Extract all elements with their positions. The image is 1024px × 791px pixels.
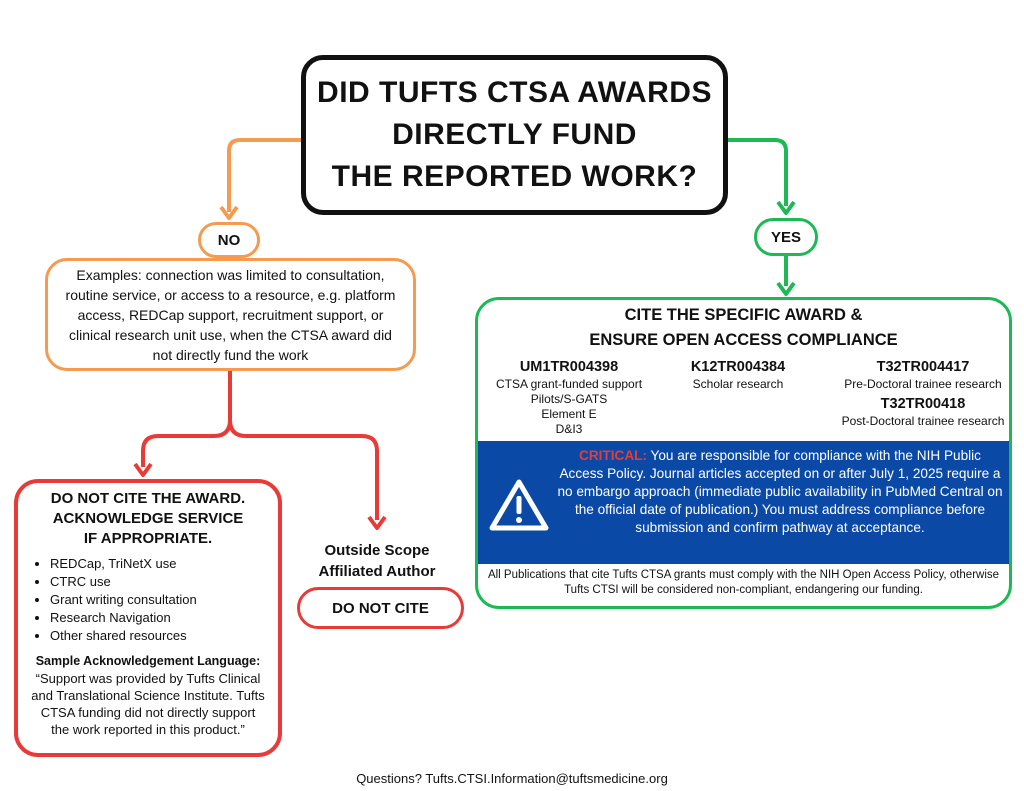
award-t32tr004417: T32TR004417 Pre-Doctoral trainee researc… (828, 358, 1009, 392)
arrowhead-outside-scope (367, 515, 387, 530)
question-line-2: DIRECTLY FUND (392, 118, 637, 151)
question-line-3: THE REPORTED WORK? (331, 160, 698, 193)
award-t32tr00418: T32TR00418 Post-Doctoral trainee researc… (828, 395, 1009, 429)
do-not-cite-pill: DO NOT CITE (297, 587, 464, 629)
award-code: T32TR00418 (880, 396, 966, 412)
award-desc: D&I3 (555, 422, 583, 436)
connector-question-to-yes (728, 138, 788, 206)
outside-scope-title: Outside Scope Affiliated Author (296, 540, 458, 582)
arrowhead-do-not-cite-award (133, 462, 153, 477)
do-not-cite-title-line-3: IF APPROPRIATE. (83, 530, 213, 547)
yes-label: YES (770, 228, 801, 246)
question-box: DID TUFTS CTSA AWARDS DIRECTLY FUND THE … (301, 55, 728, 215)
no-pill: NO (198, 222, 260, 258)
cite-award-box: CITE THE SPECIFIC AWARD & ENSURE OPEN AC… (475, 297, 1012, 609)
connector-split-to-outside-scope (228, 419, 379, 520)
award-desc: CTSA grant-funded support (495, 377, 643, 391)
outside-scope-line-1: Outside Scope (324, 542, 430, 559)
award-k12tr004384: K12TR004384 Scholar research (668, 358, 808, 392)
award-desc: Post-Doctoral trainee research (841, 414, 1005, 428)
arrowhead-cite (776, 281, 796, 296)
award-desc: Element E (541, 407, 597, 421)
award-code: K12TR004384 (690, 359, 786, 375)
outside-scope-line-2: Affiliated Author (318, 563, 436, 580)
service-list: REDCap, TriNetX use CTRC use Grant writi… (30, 555, 266, 645)
do-not-cite-pill-label: DO NOT CITE (332, 599, 429, 617)
critical-text: You are responsible for compliance with … (557, 448, 1003, 535)
critical-label: CRITICAL: (579, 448, 647, 463)
list-item: Grant writing consultation (50, 591, 266, 609)
critical-banner: CRITICAL: You are responsible for compli… (478, 441, 1009, 564)
yes-pill: YES (754, 218, 818, 256)
connector-question-to-no (227, 138, 301, 212)
cite-title-line-1: CITE THE SPECIFIC AWARD & (624, 306, 863, 324)
do-not-cite-title-line-1: DO NOT CITE THE AWARD. (50, 490, 246, 507)
contact-line: Questions? Tufts.CTSI.Information@tuftsm… (356, 771, 668, 786)
sample-acknowledgement-text: “Support was provided by Tufts Clinical … (31, 671, 265, 737)
award-um1tr004398: UM1TR004398 CTSA grant-funded support Pi… (484, 358, 654, 437)
arrowhead-no (219, 205, 239, 220)
award-code: UM1TR004398 (519, 359, 619, 375)
sample-acknowledgement-label: Sample Acknowledgement Language: (35, 654, 261, 668)
examples-box: Examples: connection was limited to cons… (45, 258, 416, 371)
list-item: REDCap, TriNetX use (50, 555, 266, 573)
award-desc: Pilots/S-GATS (530, 392, 608, 406)
list-item: Research Navigation (50, 609, 266, 627)
arrowhead-yes (776, 200, 796, 215)
connector-examples-to-split (141, 371, 232, 467)
do-not-cite-award-box: DO NOT CITE THE AWARD. ACKNOWLEDGE SERVI… (14, 479, 282, 757)
critical-text-block: CRITICAL: You are responsible for compli… (556, 447, 1004, 537)
do-not-cite-title-line-2: ACKNOWLEDGE SERVICE (52, 510, 244, 527)
no-label: NO (217, 231, 241, 249)
list-item: CTRC use (50, 573, 266, 591)
award-code: T32TR004417 (876, 359, 970, 375)
list-item: Other shared resources (50, 627, 266, 645)
cite-footer-note: All Publications that cite Tufts CTSA gr… (487, 569, 1000, 596)
do-not-cite-title: DO NOT CITE THE AWARD. ACKNOWLEDGE SERVI… (30, 489, 266, 549)
question-line-1: DID TUFTS CTSA AWARDS (317, 76, 712, 109)
award-desc: Pre-Doctoral trainee research (844, 377, 1002, 391)
cite-title-line-2: ENSURE OPEN ACCESS COMPLIANCE (589, 331, 898, 349)
examples-text: Examples: connection was limited to cons… (65, 266, 396, 363)
warning-icon (489, 479, 549, 531)
award-desc: Scholar research (692, 377, 784, 391)
cite-title: CITE THE SPECIFIC AWARD & ENSURE OPEN AC… (478, 303, 1009, 353)
